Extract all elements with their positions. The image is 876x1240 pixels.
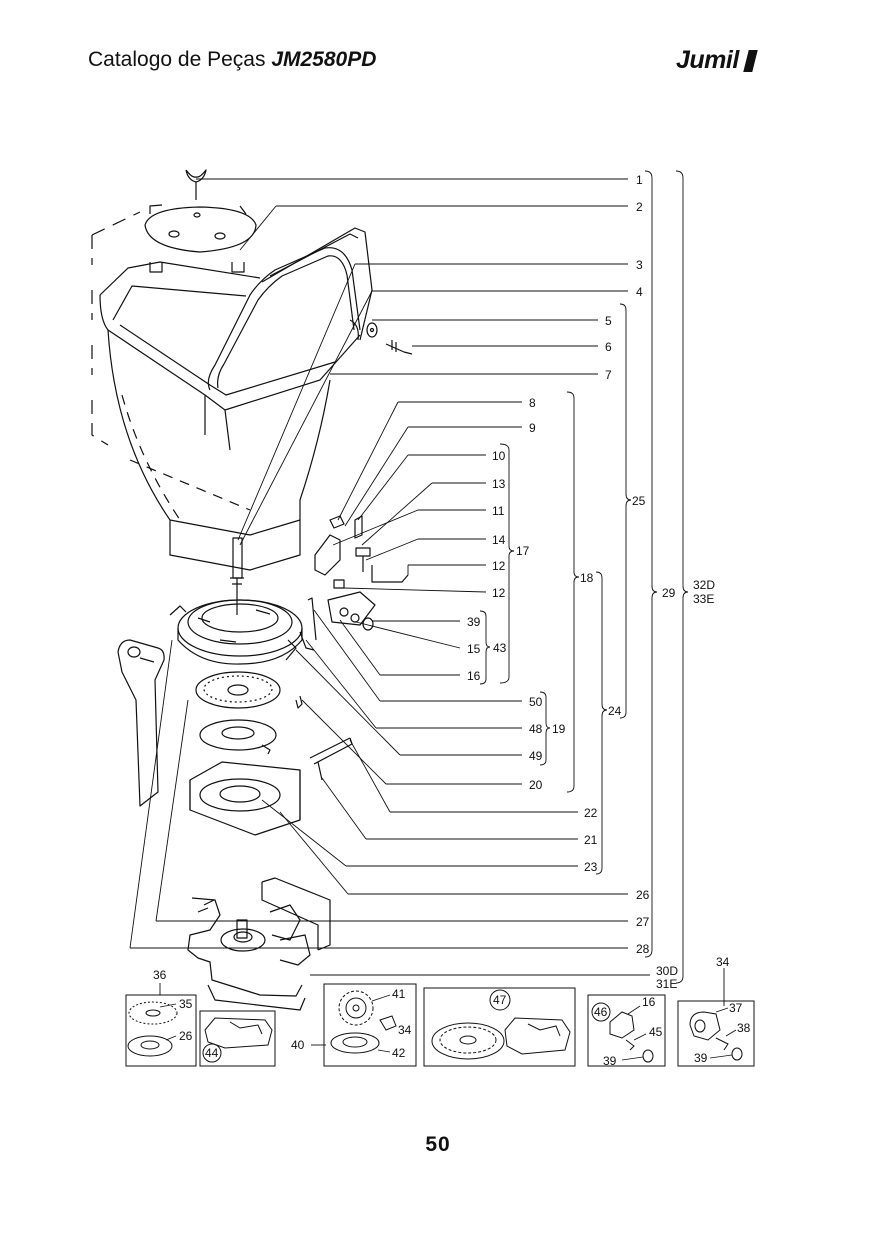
callout-28: 28 [636, 942, 650, 956]
detail-46-label-16: 16 [642, 995, 656, 1009]
title-prefix: Catalogo de Peças [88, 48, 266, 71]
callout-9: 9 [529, 421, 536, 435]
callout-14: 14 [492, 533, 506, 547]
detail-44-title: 44 [205, 1046, 219, 1060]
callout-6: 6 [605, 340, 612, 354]
callout-15: 15 [467, 642, 481, 656]
callout-16: 16 [467, 669, 481, 683]
lower-bracket [189, 761, 301, 836]
group-18: 18 [580, 571, 594, 585]
callout-23: 23 [584, 860, 598, 874]
callout-22: 22 [584, 806, 598, 820]
page-title: Catalogo de Peças JM2580PD [88, 48, 376, 72]
group-43: 43 [493, 641, 507, 655]
detail-34-label-38: 38 [737, 1021, 751, 1035]
detail-34-label-37: 37 [729, 1001, 743, 1015]
detail-box-44: 44 [199, 1010, 276, 1067]
callout-20: 20 [529, 778, 543, 792]
group-29: 29 [662, 586, 676, 600]
detail-46-label-39: 39 [603, 1054, 617, 1068]
detail-34-outside-label: 34 [716, 955, 730, 969]
detail-box-47: 47 [423, 987, 576, 1067]
callout-27: 27 [636, 915, 650, 929]
detail-box-46: 46 16 45 39 [587, 994, 666, 1068]
callout-49: 49 [529, 749, 543, 763]
callout-13: 13 [492, 477, 506, 491]
hopper-rim [207, 227, 373, 391]
group-32d: 32D [693, 578, 715, 592]
detail-box-40: 40 41 34 42 [291, 983, 417, 1067]
detail-box-36: 36 35 26 [125, 968, 197, 1067]
hopper-lid [144, 204, 257, 273]
agitator-shaft [230, 537, 244, 615]
callout-8: 8 [529, 396, 536, 410]
callout-21: 21 [584, 833, 598, 847]
callout-7: 7 [605, 368, 612, 382]
detail-40-outside-label: 40 [291, 1038, 305, 1052]
group-25: 25 [632, 494, 646, 508]
detail-40-label-34: 34 [398, 1023, 412, 1037]
callout-31e: 31E [656, 977, 677, 991]
detail-34-label-39: 39 [694, 1051, 708, 1065]
page-number: 50 [425, 1133, 451, 1156]
pins [295, 695, 353, 781]
leader-lines [129, 178, 725, 1046]
callout-50: 50 [529, 695, 543, 709]
callout-26: 26 [636, 888, 650, 902]
callout-39: 39 [467, 615, 481, 629]
callout-2: 2 [636, 200, 643, 214]
detail-40-label-41: 41 [392, 987, 406, 1001]
detail-46-title: 46 [594, 1005, 608, 1019]
callout-12-upper: 12 [492, 559, 506, 573]
distributor-ring [169, 599, 303, 665]
callout-48: 48 [529, 722, 543, 736]
detail-40-label-42: 42 [392, 1046, 406, 1060]
callout-labels: 1 2 3 4 5 6 7 8 9 10 13 11 14 12 12 39 1… [467, 173, 678, 991]
detail-47-title: 47 [493, 993, 507, 1007]
side-washer-and-pin [366, 322, 413, 355]
callout-1: 1 [636, 173, 643, 187]
parts-drawing [91, 169, 413, 1011]
brand-logo: Jumil [676, 46, 739, 74]
detail-box-34: 34 37 38 39 [677, 955, 755, 1067]
group-24: 24 [608, 704, 622, 718]
group-19: 19 [552, 722, 566, 736]
group-labels: 17 43 19 18 25 24 29 32D 33E [493, 494, 715, 736]
callout-10: 10 [492, 449, 506, 463]
wing-nut [185, 169, 207, 200]
detail-36-title: 36 [153, 968, 167, 982]
detail-46-label-45: 45 [649, 1025, 663, 1039]
hopper [99, 261, 361, 571]
callout-12-lower: 12 [492, 586, 506, 600]
callout-4: 4 [636, 285, 643, 299]
graduated-disc [195, 671, 281, 709]
callout-11: 11 [492, 504, 505, 518]
callout-3: 3 [636, 258, 643, 272]
group-17: 17 [516, 544, 530, 558]
detail-36-label-26: 26 [179, 1029, 193, 1043]
group-33e: 33E [693, 592, 714, 606]
callout-30d: 30D [656, 964, 678, 978]
detail-36-label-35: 35 [179, 997, 193, 1011]
side-arm [117, 639, 165, 807]
gearbox-assembly [187, 877, 331, 1011]
base-plate [199, 719, 277, 755]
model-name: JM2580PD [271, 48, 377, 71]
grouping-brackets [479, 170, 689, 984]
callout-5: 5 [605, 314, 612, 328]
